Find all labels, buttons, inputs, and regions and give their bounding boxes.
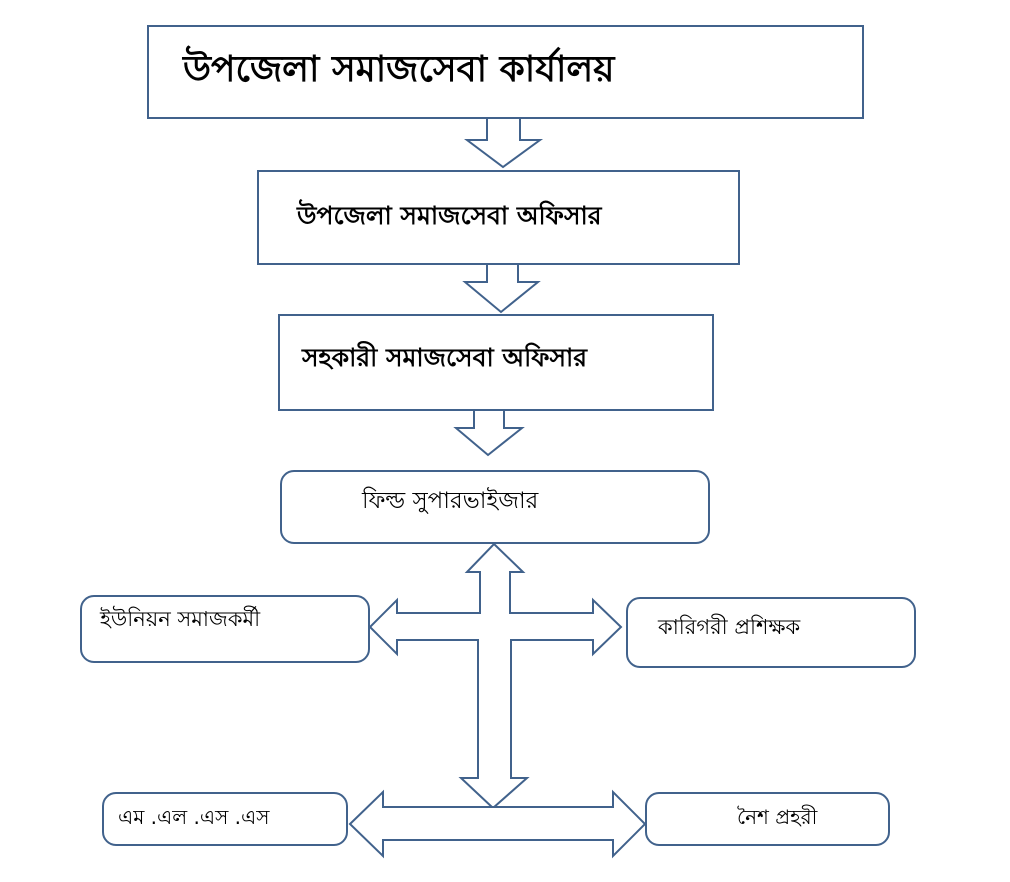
field-supervisor-label: ফিল্ড সুপারভাইজার [362, 488, 539, 514]
union-social-worker-box: ইউনিয়ন সমাজকর্মী [80, 595, 370, 663]
arrow-down-3 [453, 409, 525, 457]
night-guard-label: নৈশ প্রহরী [737, 804, 818, 829]
mlss-label: এম .এল .এস .এস [118, 804, 270, 829]
page-title: উপজেলা সমাজসেবা কার্যালয় [183, 49, 615, 90]
union-social-worker-label: ইউনিয়ন সমাজকর্মী [100, 607, 261, 631]
mlss-box: এম .এল .এস .এস [102, 792, 348, 846]
technical-trainer-box: কারিগরী প্রশিক্ষক [626, 597, 916, 668]
assistant-officer-box: সহকারী সমাজসেবা অফিসার [278, 314, 714, 411]
field-supervisor-box: ফিল্ড সুপারভাইজার [280, 470, 710, 544]
officer-label: উপজেলা সমাজসেবা অফিসার [297, 201, 602, 230]
arrow-down-2 [462, 263, 541, 314]
technical-trainer-label: কারিগরী প্রশিক্ষক [658, 615, 801, 639]
cross-arrow [368, 542, 623, 810]
title-box: উপজেলা সমাজসেবা কার্যালয় [147, 25, 864, 119]
night-guard-box: নৈশ প্রহরী [645, 792, 890, 846]
arrow-down-1 [464, 117, 544, 169]
assistant-officer-label: সহকারী সমাজসেবা অফিসার [302, 343, 588, 372]
officer-box: উপজেলা সমাজসেবা অফিসার [257, 170, 740, 265]
